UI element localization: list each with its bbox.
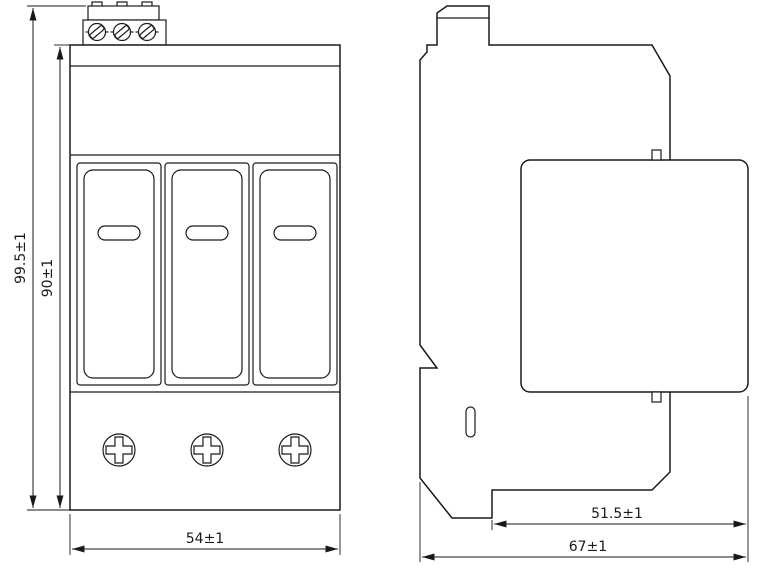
- surge-module-1: [76, 162, 162, 386]
- module-inner: [259, 169, 331, 379]
- front-view: [69, 1, 341, 511]
- terminal-screw-slot: [89, 25, 105, 39]
- surge-module-2: [164, 162, 250, 386]
- module-outer: [76, 162, 162, 386]
- module-latch-bottom: [651, 391, 662, 403]
- terminal-screw: [135, 22, 159, 42]
- terminal-screw-slot: [114, 25, 130, 39]
- dimension-label-overall-depth: 67±1: [569, 539, 607, 555]
- module-outer: [164, 162, 250, 386]
- module-latch-top: [651, 149, 662, 161]
- phillips-screw: [190, 433, 224, 467]
- dimensions: 99.5±1 90±1 54±1 51.5±1 67±1: [13, 5, 749, 562]
- dimension-label-inner-depth: 51.5±1: [591, 506, 643, 522]
- terminal-block-top: [87, 5, 160, 21]
- terminal-screw: [110, 22, 134, 42]
- terminal-block: [82, 1, 167, 46]
- phillips-screw: [102, 433, 136, 467]
- screw-cross-slot: [281, 436, 309, 464]
- dimension-label-overall-height: 99.5±1: [13, 232, 29, 284]
- screw-cross-slot: [105, 436, 133, 464]
- plug-module-side: [520, 159, 749, 393]
- module-inner: [83, 169, 155, 379]
- terminal-screw: [85, 22, 109, 42]
- side-view: [419, 5, 749, 519]
- screw-cross-slot: [193, 436, 221, 464]
- module-inner: [171, 169, 243, 379]
- dimension-label-width: 54±1: [186, 531, 224, 547]
- release-slot: [465, 406, 476, 438]
- phillips-screw: [278, 433, 312, 467]
- module-indicator-window: [273, 225, 317, 241]
- surge-module-3: [252, 162, 338, 386]
- module-indicator-window: [185, 225, 229, 241]
- module-outer: [252, 162, 338, 386]
- terminal-screw-slot: [139, 25, 155, 39]
- module-indicator-window: [97, 225, 141, 241]
- dimension-label-body-height: 90±1: [40, 259, 56, 297]
